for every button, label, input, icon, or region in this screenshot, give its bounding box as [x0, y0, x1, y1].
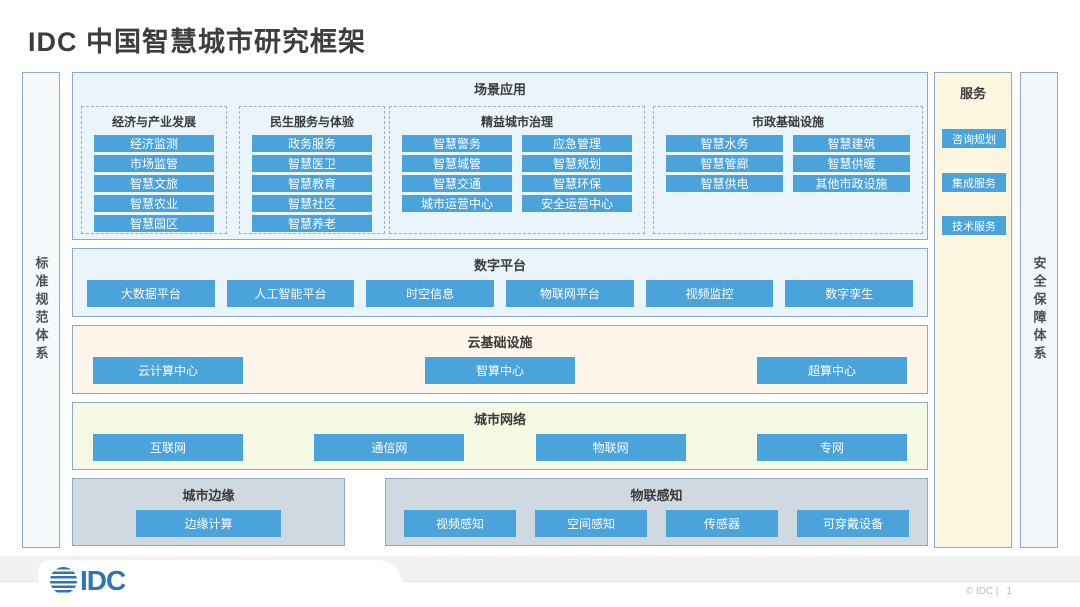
edge-item: 边缘计算 [136, 510, 281, 537]
scenario-item: 智慧规划 [522, 155, 632, 172]
sensing-item: 传感器 [666, 510, 778, 537]
security-system-bar: 安全保障体系 [1020, 72, 1058, 548]
idc-logo-text: IDC [80, 565, 126, 596]
scenario-item: 智慧建筑 [793, 135, 910, 152]
scenario-group-economy: 经济与产业发展 经济监测 市场监管 智慧文旅 智慧农业 智慧园区 [81, 106, 227, 234]
scenario-item: 智慧水务 [666, 135, 783, 152]
scenario-item: 政务服务 [252, 135, 372, 152]
scenario-panel-title: 场景应用 [473, 82, 526, 97]
sensing-item: 可穿戴设备 [797, 510, 909, 537]
scenario-item: 智慧社区 [252, 195, 372, 212]
scenario-item: 智慧交通 [402, 175, 512, 192]
scenario-item: 市场监管 [94, 155, 214, 172]
city-edge-items: 边缘计算 [87, 510, 330, 537]
scenario-group-livelihood: 民生服务与体验 政务服务 智慧医卫 智慧教育 智慧社区 智慧养老 [239, 106, 385, 234]
scenario-item: 智慧城管 [402, 155, 512, 172]
scenario-group-title: 精益城市治理 [480, 115, 553, 129]
page-title: IDC 中国智慧城市研究框架 [28, 27, 366, 57]
sensing-item: 空间感知 [535, 510, 647, 537]
cloud-infrastructure-panel: 云基础设施 云计算中心 智算中心 超算中心 [72, 325, 928, 394]
iot-sensing-title: 物联感知 [630, 488, 683, 503]
city-edge-title: 城市边缘 [182, 488, 235, 503]
services-panel: 服务 咨询规划 集成服务 技术服务 [934, 72, 1012, 548]
scenario-group-title: 市政基础设施 [751, 115, 824, 129]
footer-divider [0, 581, 1080, 582]
scenario-applications-panel: 场景应用 经济与产业发展 经济监测 市场监管 智慧文旅 智慧农业 智慧园区 民生… [72, 72, 928, 240]
network-item: 专网 [756, 434, 907, 461]
page-number: 1 [1006, 586, 1012, 597]
scenario-group-items: 政务服务 智慧医卫 智慧教育 智慧社区 智慧养老 [240, 135, 384, 232]
service-item: 咨询规划 [942, 129, 1006, 148]
scenario-item: 智慧农业 [94, 195, 214, 212]
service-item: 技术服务 [942, 216, 1006, 235]
scenario-item: 智慧园区 [94, 215, 214, 232]
cloud-item: 云计算中心 [93, 357, 243, 384]
scenario-group-items: 经济监测 市场监管 智慧文旅 智慧农业 智慧园区 [82, 135, 226, 232]
platform-item: 时空信息 [366, 280, 495, 307]
scenario-group-municipal: 市政基础设施 智慧水务 智慧建筑 智慧管廊 智慧供暖 智慧供电 其他市政设施 [653, 106, 923, 234]
city-network-title: 城市网络 [473, 412, 526, 427]
standards-system-label: 标准规范体系 [33, 256, 49, 364]
scenario-group-title: 经济与产业发展 [111, 115, 196, 129]
digital-platform-items: 大数据平台 人工智能平台 时空信息 物联网平台 视频监控 数字孪生 [87, 280, 914, 307]
city-network-panel: 城市网络 互联网 通信网 物联网 专网 [72, 402, 928, 470]
scenario-item: 其他市政设施 [793, 175, 910, 192]
scenario-item: 城市运营中心 [402, 195, 512, 212]
security-system-label: 安全保障体系 [1031, 256, 1047, 364]
scenario-group-items: 智慧水务 智慧建筑 智慧管廊 智慧供暖 智慧供电 其他市政设施 [654, 135, 922, 192]
scenario-item: 智慧教育 [252, 175, 372, 192]
copyright-text: © IDC | [965, 586, 999, 597]
scenario-item: 智慧管廊 [666, 155, 783, 172]
iot-sensing-panel: 物联感知 视频感知 空间感知 传感器 可穿戴设备 [385, 478, 928, 546]
digital-platform-panel: 数字平台 大数据平台 人工智能平台 时空信息 物联网平台 视频监控 数字孪生 [72, 248, 928, 317]
scenario-item: 智慧文旅 [94, 175, 214, 192]
standards-system-bar: 标准规范体系 [22, 72, 60, 548]
platform-item: 人工智能平台 [226, 280, 355, 307]
platform-item: 数字孪生 [785, 280, 914, 307]
scenario-item: 智慧环保 [522, 175, 632, 192]
platform-item: 视频监控 [645, 280, 774, 307]
scenario-item: 智慧警务 [402, 135, 512, 152]
scenario-item: 智慧供暖 [793, 155, 910, 172]
platform-item: 大数据平台 [87, 280, 215, 307]
scenario-item: 智慧医卫 [252, 155, 372, 172]
network-item: 物联网 [535, 434, 686, 461]
footer-logo-tab: IDC [38, 560, 403, 607]
network-item: 通信网 [314, 434, 465, 461]
scenario-item: 安全运营中心 [522, 195, 632, 212]
scenario-item: 经济监测 [94, 135, 214, 152]
scenario-item: 智慧供电 [666, 175, 783, 192]
city-network-items: 互联网 通信网 物联网 专网 [87, 434, 913, 461]
cloud-item: 超算中心 [757, 357, 907, 384]
services-title: 服务 [959, 86, 986, 101]
service-item: 集成服务 [942, 173, 1006, 192]
scenario-group-title: 民生服务与体验 [269, 115, 354, 129]
idc-logo: IDC [50, 565, 126, 596]
city-edge-panel: 城市边缘 边缘计算 [72, 478, 345, 546]
cloud-infrastructure-title: 云基础设施 [467, 335, 533, 350]
scenario-group-governance: 精益城市治理 智慧警务 应急管理 智慧城管 智慧规划 智慧交通 智慧环保 城市运… [389, 106, 645, 234]
scenario-group-items: 智慧警务 应急管理 智慧城管 智慧规划 智慧交通 智慧环保 城市运营中心 安全运… [390, 135, 644, 212]
scenario-item: 智慧养老 [252, 215, 372, 232]
platform-item: 物联网平台 [506, 280, 634, 307]
scenario-item: 应急管理 [522, 135, 632, 152]
cloud-item: 智算中心 [425, 357, 575, 384]
network-item: 互联网 [93, 434, 243, 461]
cloud-infrastructure-items: 云计算中心 智算中心 超算中心 [87, 357, 913, 384]
digital-platform-title: 数字平台 [473, 258, 526, 273]
idc-globe-icon [50, 567, 77, 594]
iot-sensing-items: 视频感知 空间感知 传感器 可穿戴设备 [404, 510, 909, 537]
footer-copyright: © IDC | 1 [966, 586, 1012, 597]
sensing-item: 视频感知 [404, 510, 516, 537]
